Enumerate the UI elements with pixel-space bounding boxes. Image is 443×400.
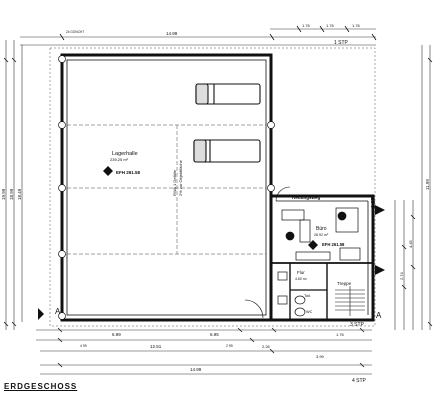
dim-bottom-total: 14.99: [190, 367, 202, 372]
dim-bottom-right: 1.76: [336, 332, 345, 337]
axis-markers: [58, 55, 275, 320]
axis-stp4: 4 STP: [352, 378, 367, 384]
level-marker-icon: [103, 166, 318, 250]
site-boundary: [49, 47, 376, 327]
staircase: [335, 286, 365, 316]
door-swing: [275, 186, 291, 202]
axis-stp3: 3 STP: [350, 322, 365, 328]
dim-bottom-5: 3.99: [316, 354, 325, 359]
dim-top-r3: 1.76: [352, 23, 361, 28]
room-name-treppe: Treppe: [337, 281, 352, 286]
office-walls: [269, 194, 375, 322]
axis-a-left: A: [55, 307, 61, 316]
gate-swing: [244, 299, 264, 319]
level-efh-hall: EFH 261.58: [116, 170, 141, 175]
office-furniture: [281, 207, 361, 261]
ramp-note-2: 2% zur Objektfläche: [178, 159, 183, 196]
room-name-toilet: Toil.: [304, 293, 311, 298]
dim-right-b: 2.74: [399, 271, 404, 280]
vehicle-van-icon: [195, 83, 261, 105]
label-rettungsweg: Rettungsweg: [292, 195, 321, 200]
dimension-lines: [5, 28, 431, 375]
axis-a-right: A: [376, 311, 382, 320]
room-name-lagerhalle: Lagerhalle: [112, 151, 138, 157]
level-efh-office: EFH 261.58: [322, 242, 345, 247]
drawing-title: ERDGESCHOSS: [4, 382, 78, 391]
label-small-top: 24 GONCHT: [66, 30, 84, 34]
axis-stp2: 2 STP: [371, 193, 377, 208]
room-area-lagerhalle: 239.25 m²: [110, 157, 129, 162]
vehicle-truck-icon: [193, 139, 261, 163]
dim-top-r2: 1.76: [326, 23, 335, 28]
ramp-note-1: RWA 1 Gefälle: [172, 169, 177, 196]
column-grid: [67, 124, 266, 255]
dim-bottom-4: 2.26: [262, 344, 271, 349]
dim-top-total: 14.99: [166, 31, 178, 36]
dim-top-r1: 1.76: [302, 23, 311, 28]
room-area-flur: 4.60 m²: [295, 277, 308, 281]
section-markers: [38, 205, 385, 320]
toilet-fixtures: [277, 271, 306, 317]
dim-left-total: 19.99: [1, 188, 6, 200]
room-name-flur: Flur: [297, 270, 305, 275]
dim-bottom-2: 6.95: [210, 332, 219, 337]
dimension-ticks: [3, 25, 433, 368]
axis-stp1: 1 STP: [334, 40, 349, 46]
room-name-buero: Büro: [316, 226, 327, 232]
label-small-b2: 2 99: [226, 344, 233, 348]
label-small-b1: 4 99: [80, 344, 87, 348]
room-name-wc: WC: [306, 310, 313, 314]
dim-bottom-3: 12.51: [150, 344, 162, 349]
dim-bottom-1: 6.99: [112, 332, 121, 337]
dim-right-a: 4.45: [408, 239, 413, 248]
dim-right-total: 11.99: [425, 179, 430, 190]
dim-left-a: 18.99: [9, 188, 14, 200]
dim-left-b: 18.49: [17, 188, 22, 200]
room-area-buero: 26.92 m²: [314, 233, 329, 237]
